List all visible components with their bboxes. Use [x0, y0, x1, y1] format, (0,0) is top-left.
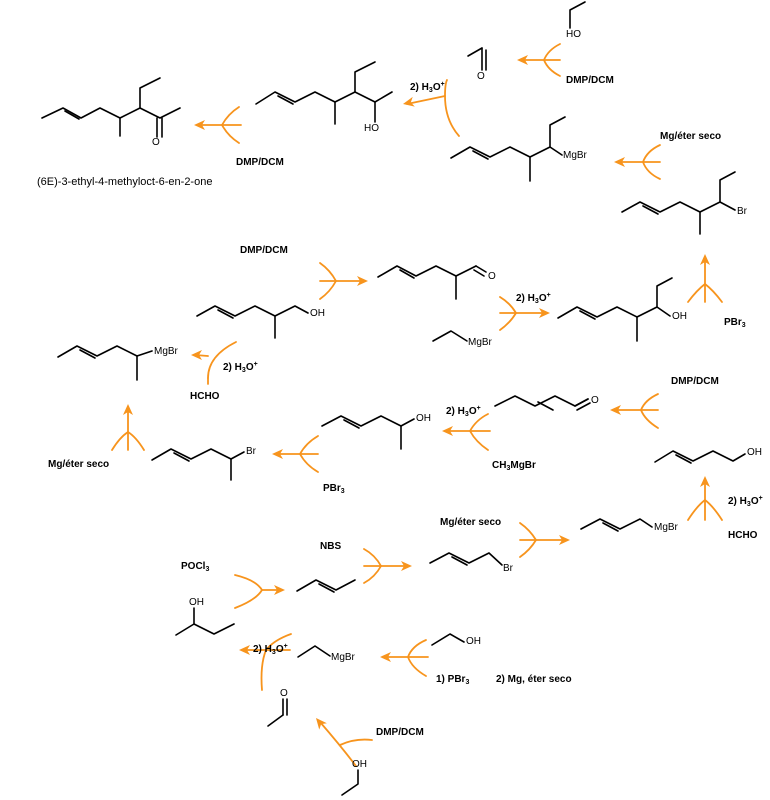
molecule-ethanol-top [569, 1, 586, 29]
reagent-h3o-6: 2) H3O+ [253, 643, 288, 656]
reagent-h3o-3: 2) H3O+ [223, 361, 258, 374]
reagent-h3o-1: 2) H3O+ [410, 81, 445, 94]
molecule-ethyl-octenol [557, 277, 673, 342]
reagent-pbr3-1: PBr3 [724, 317, 746, 329]
arrow-grignard-formation-1 [614, 144, 661, 180]
reagent-h3o-2: 2) H3O+ [516, 292, 551, 305]
reagent-mg-eter-3: Mg/éter seco [440, 517, 502, 528]
atom-oh-ethanol-bottom: OH [352, 759, 367, 770]
molecule-methylhexenol [196, 305, 309, 339]
molecule-octenyl-bromide [621, 171, 736, 235]
molecule-hexenol [321, 415, 415, 450]
atom-oh-pentenol: OH [747, 447, 762, 458]
molecule-methylhexenal [377, 265, 487, 300]
reagent-h3o-4: 2) H3O+ [446, 405, 481, 418]
reagent-mg-eter-1: Mg/éter seco [660, 131, 722, 142]
reagent-dmp-dcm-1: DMP/DCM [236, 157, 284, 168]
reagent-pbr3-2: PBr3 [323, 483, 345, 495]
arrow-dehydration [234, 574, 285, 609]
molecule-ethanol-right [431, 633, 465, 646]
reagent-mg-eter-2: Mg/éter seco [48, 459, 110, 470]
molecule-butenyl-grignard [580, 518, 653, 532]
atom-ho-ethanol-top: HO [566, 29, 581, 40]
molecule-octenol [255, 61, 393, 125]
arrow-grignard-formation-3 [519, 522, 570, 558]
atom-oh-hexenol: OH [416, 413, 431, 424]
molecule-butanol [175, 607, 235, 636]
atom-o-acetaldehyde-bottom: O [280, 688, 288, 699]
reagent-dmp-dcm-5: DMP/DCM [376, 727, 424, 738]
atom-o-methylhexenal: O [488, 271, 496, 282]
molecule-butene [296, 579, 356, 593]
arrow-oxidation-ethanol-top [517, 43, 561, 77]
arrow-grignard-addition-5 [687, 476, 723, 521]
reagent-dmp-dcm-3: DMP/DCM [240, 245, 288, 256]
atom-br-hexenyl: Br [246, 446, 256, 457]
atom-o-acetaldehyde-top: O [477, 71, 485, 82]
reagent-ch3mgbr: CH3MgBr [492, 460, 536, 472]
molecule-octenyl-grignard [450, 116, 566, 182]
arrow-oxidation-ethanol-bottom [312, 714, 373, 767]
arrow-grignard-formation-2 [111, 404, 145, 451]
reagent-pbr3-step1: 1) PBr3 [436, 674, 470, 686]
reagent-dmp-dcm-2: DMP/DCM [566, 75, 614, 86]
molecule-pentenol [654, 450, 746, 464]
molecule-pentenyl-grignard [57, 345, 153, 381]
arrow-grignard-addition-3 [191, 341, 237, 385]
reagent-hcho-1: HCHO [190, 391, 220, 402]
atom-mgbr-ethyl-mid: MgBr [468, 337, 492, 348]
reagent-hcho-2: HCHO [728, 530, 758, 541]
atom-mgbr-butenyl: MgBr [654, 522, 678, 533]
arrow-ethanol-to-grignard [380, 639, 429, 677]
target-compound-name: (6E)-3-ethyl-4-methyloct-6-en-2-one [37, 176, 213, 188]
atom-o-pentenal: O [591, 395, 599, 406]
arrow-bromination-1 [687, 254, 723, 303]
molecule-hexenyl-bromide [151, 448, 245, 481]
atom-br-octenyl: Br [737, 206, 747, 217]
molecule-ethanol-bottom [341, 769, 359, 796]
arrow-grignard-addition-1 [401, 79, 460, 137]
arrow-bromination-2 [272, 435, 319, 473]
molecule-acetaldehyde-bottom [267, 698, 288, 727]
atom-mgbr-octenyl: MgBr [563, 150, 587, 161]
molecule-ethylmagnesium-bromide-mid [432, 330, 468, 342]
molecule-pentenal [494, 395, 591, 411]
atom-oh-ethyl-octenol: OH [672, 311, 687, 322]
arrow-grignard-addition-2 [499, 296, 550, 331]
arrow-grignard-addition-6 [239, 633, 292, 691]
arrow-allylic-bromination [363, 548, 412, 584]
arrow-oxidation-target [194, 106, 242, 144]
molecule-ethylmagnesium-bromide-bottom [297, 645, 331, 658]
atom-br-crotyl: Br [503, 563, 513, 574]
atom-oh-methylhexenol: OH [310, 308, 325, 319]
atom-oh-ethanol-right: OH [466, 636, 481, 647]
atom-oh-butanol: OH [189, 597, 204, 608]
reagent-nbs: NBS [320, 541, 342, 552]
atom-mgbr-pentenyl: MgBr [154, 346, 178, 357]
atom-ho-octenol: HO [364, 123, 379, 134]
reagent-mg-step2: 2) Mg, éter seco [496, 674, 572, 685]
arrow-oxidation-methylhexenol [319, 262, 368, 300]
reagent-dmp-dcm-4: DMP/DCM [671, 376, 719, 387]
molecule-acetaldehyde-top [467, 47, 487, 71]
molecule-target-ketone [41, 77, 181, 138]
reagent-h3o-5: 2) H3O+ [728, 495, 763, 508]
reagent-pocl3: POCl3 [181, 561, 210, 573]
arrow-oxidation-pentenol [610, 393, 659, 429]
atom-mgbr-ethyl-bottom: MgBr [331, 652, 355, 663]
molecule-crotyl-bromide [429, 552, 503, 566]
atom-o-target: O [152, 137, 160, 148]
arrow-grignard-addition-4 [442, 413, 491, 451]
